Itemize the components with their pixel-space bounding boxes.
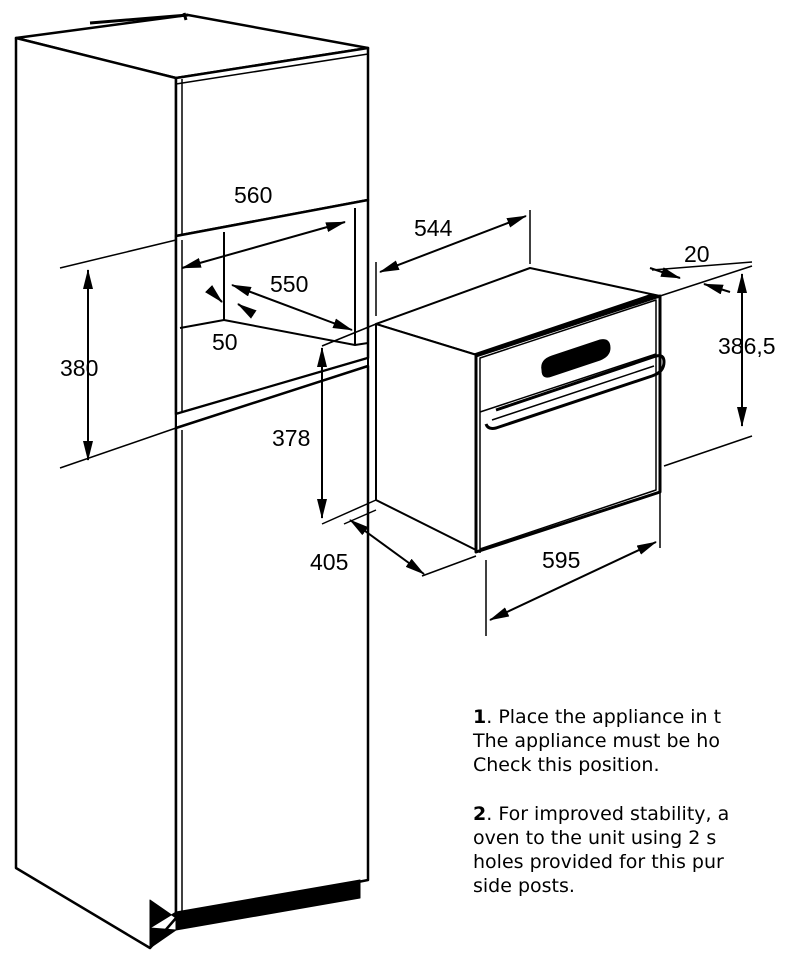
step-1-line-1: . Place the appliance in t (486, 706, 722, 728)
dim-50-label: 50 (212, 329, 238, 355)
dim-50-line (205, 285, 223, 303)
dim-550-label: 550 (270, 271, 308, 297)
dim-378-label: 378 (272, 425, 310, 451)
step-2-line-3: holes provided for this pur (473, 851, 724, 873)
dim-544-line (379, 215, 527, 273)
dim-405-line (349, 519, 425, 575)
dim-20-line (649, 267, 681, 279)
instruction-step-2: 2. For improved stability, a oven to the… (473, 802, 795, 898)
dim-20-label: 20 (684, 241, 710, 267)
dim-595-line (489, 541, 657, 621)
appliance-side (375, 323, 481, 553)
step-2-line-2: oven to the unit using 2 s (473, 827, 717, 849)
dim-380-label: 380 (60, 355, 98, 381)
dimension-lines (59, 210, 753, 636)
instruction-step-1: 1. Place the appliance in t The applianc… (473, 705, 795, 777)
dim-560-label: 560 (234, 182, 272, 208)
control-panel-display (541, 339, 611, 378)
cabinet-left-side (14, 36, 178, 950)
dim-386-label: 386,5 (718, 333, 776, 359)
dim-544-label: 544 (414, 215, 453, 241)
step-1-line-2: The appliance must be ho (473, 730, 720, 752)
step-2-line-1: . For improved stability, a (486, 803, 730, 825)
dim-405-label: 405 (310, 549, 348, 575)
installation-instructions: 1. Place the appliance in t The applianc… (473, 705, 795, 923)
door-handle (484, 354, 666, 430)
step-1-line-3: Check this position. (473, 754, 660, 776)
step-2-line-4: side posts. (473, 875, 575, 897)
cabinet (14, 12, 370, 950)
dim-560-line (181, 221, 346, 269)
cabinet-plinth (149, 879, 361, 931)
appliance (375, 267, 666, 554)
dim-550-line (231, 284, 353, 331)
step-2-number: 2 (473, 803, 487, 825)
dim-595-label: 595 (542, 547, 580, 573)
dimension-labels: 560 550 50 380 378 544 20 386,5 405 595 (60, 182, 776, 575)
step-1-number: 1 (473, 706, 487, 728)
